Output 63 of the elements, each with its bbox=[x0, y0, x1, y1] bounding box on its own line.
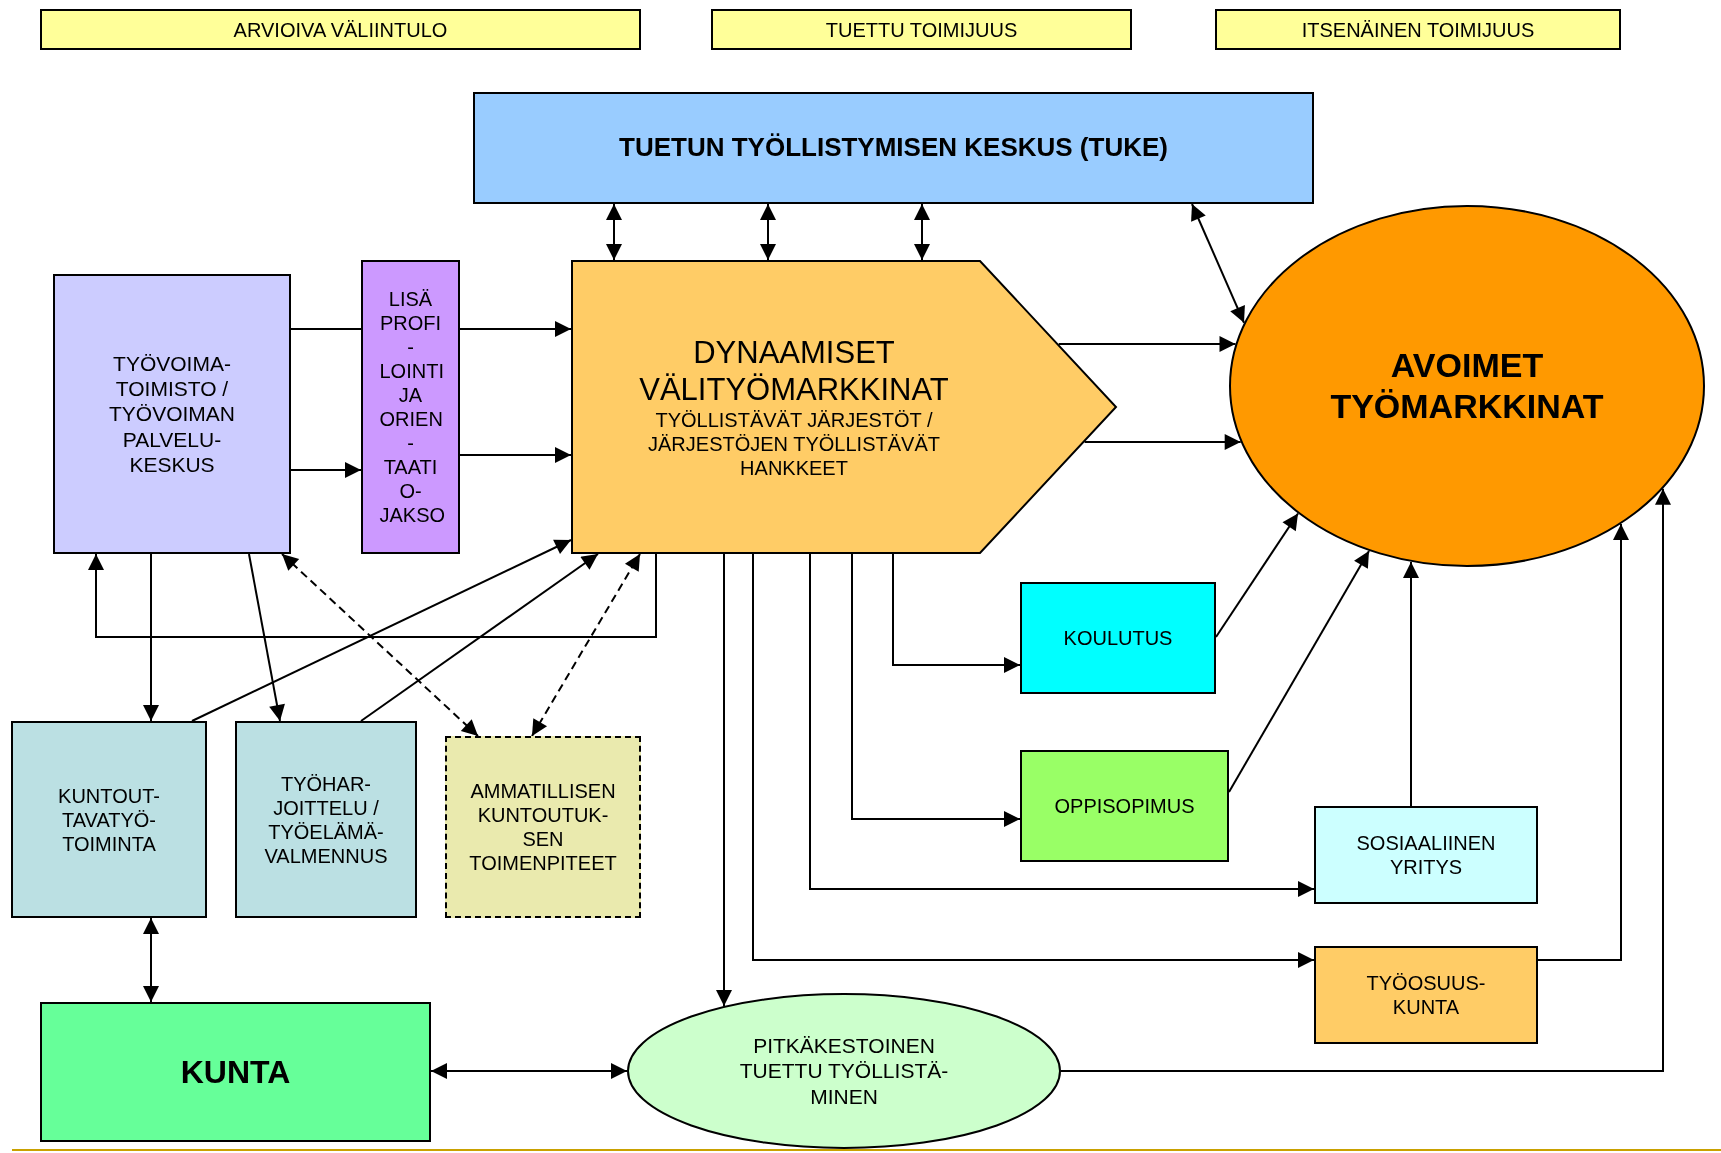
node-label: TYÖHAR- JOITTELU / TYÖELÄMÄ- VALMENNUS bbox=[263, 771, 389, 868]
node-label: TUETTU TOIMIJUUS bbox=[825, 17, 1018, 42]
node-label: ITSENÄINEN TOIMIJUUS bbox=[1301, 17, 1535, 42]
arrow bbox=[1083, 434, 1242, 450]
process-box bbox=[235, 721, 417, 918]
arrow bbox=[1057, 336, 1237, 352]
arrow bbox=[143, 553, 159, 722]
arrow bbox=[248, 553, 285, 722]
arrow bbox=[1060, 487, 1671, 1072]
process-box bbox=[1020, 582, 1216, 694]
process-box bbox=[1314, 806, 1538, 904]
node-label: KUNTA bbox=[180, 1052, 291, 1092]
node-label: TYÖOSUUS- KUNTA bbox=[1365, 971, 1487, 1019]
arrow bbox=[1191, 203, 1245, 324]
node-label: DYNAAMISET VÄLITYÖMARKKINAT bbox=[638, 333, 950, 409]
node-label: TUETUN TYÖLLISTYMISEN KESKUS (TUKE) bbox=[619, 132, 1168, 164]
node-label: ARVIOIVA VÄLIINTULO bbox=[233, 17, 448, 42]
arrow bbox=[1403, 560, 1419, 807]
arrow bbox=[1537, 523, 1629, 961]
arrow bbox=[459, 321, 572, 337]
process-box bbox=[1020, 750, 1229, 862]
arrow bbox=[716, 553, 732, 1007]
arrow bbox=[459, 447, 572, 463]
node-label: TYÖVOIMA- TOIMISTO / TYÖVOIMAN PALVELU- KESKUS bbox=[108, 351, 236, 477]
node-label: AMMATILLISEN KUNTOUTUK- SEN TOIMENPITEET bbox=[468, 779, 618, 875]
arrow bbox=[531, 553, 641, 737]
arrow bbox=[191, 539, 572, 722]
node-label: KUNTOUT- TAVATYÖ- TOIMINTA bbox=[57, 783, 161, 856]
process-box bbox=[473, 92, 1314, 204]
arrow bbox=[892, 553, 1021, 673]
arrow bbox=[752, 553, 1315, 968]
arrow bbox=[430, 1063, 628, 1079]
node-sublabel: TYÖLLISTÄVÄT JÄRJESTÖT / JÄRJESTÖJEN TYÖLLISTÄVÄT HANKKEET bbox=[647, 408, 941, 481]
arrow bbox=[606, 203, 622, 261]
node-label: SOSIAALIINEN YRITYS bbox=[1355, 831, 1497, 879]
arrow bbox=[143, 917, 159, 1003]
node-label: LISÄ PROFI - LOINTI JA ORIEN - TAATI O- JAKSO bbox=[379, 287, 442, 527]
ellipse-node bbox=[1229, 205, 1705, 567]
node-label: KOULUTUS bbox=[1063, 626, 1173, 650]
arrow bbox=[760, 203, 776, 261]
arrow bbox=[1215, 512, 1299, 638]
process-box bbox=[361, 260, 460, 554]
phase-header bbox=[40, 9, 641, 50]
arrow bbox=[281, 553, 479, 737]
arrow bbox=[88, 553, 657, 638]
arrow bbox=[851, 553, 1021, 827]
phase-header bbox=[1215, 9, 1621, 50]
node-label: OPPISOPIMUS bbox=[1054, 794, 1195, 818]
ellipse-node bbox=[627, 993, 1061, 1149]
process-box bbox=[445, 736, 641, 918]
node-label: AVOIMET TYÖMARKKINAT bbox=[1329, 345, 1605, 427]
process-box bbox=[53, 274, 291, 554]
process-box bbox=[1314, 946, 1538, 1044]
arrow bbox=[914, 203, 930, 261]
pentagon-arrow-shape bbox=[571, 260, 1117, 554]
process-box bbox=[40, 1002, 431, 1142]
arrow bbox=[809, 553, 1315, 897]
process-box bbox=[11, 721, 207, 918]
arrow bbox=[1228, 549, 1370, 793]
phase-header bbox=[711, 9, 1132, 50]
arrow bbox=[360, 553, 599, 722]
arrow bbox=[290, 462, 362, 478]
node-label: PITKÄKESTOINEN TUETTU TYÖLLISTÄ- MINEN bbox=[738, 1033, 950, 1109]
